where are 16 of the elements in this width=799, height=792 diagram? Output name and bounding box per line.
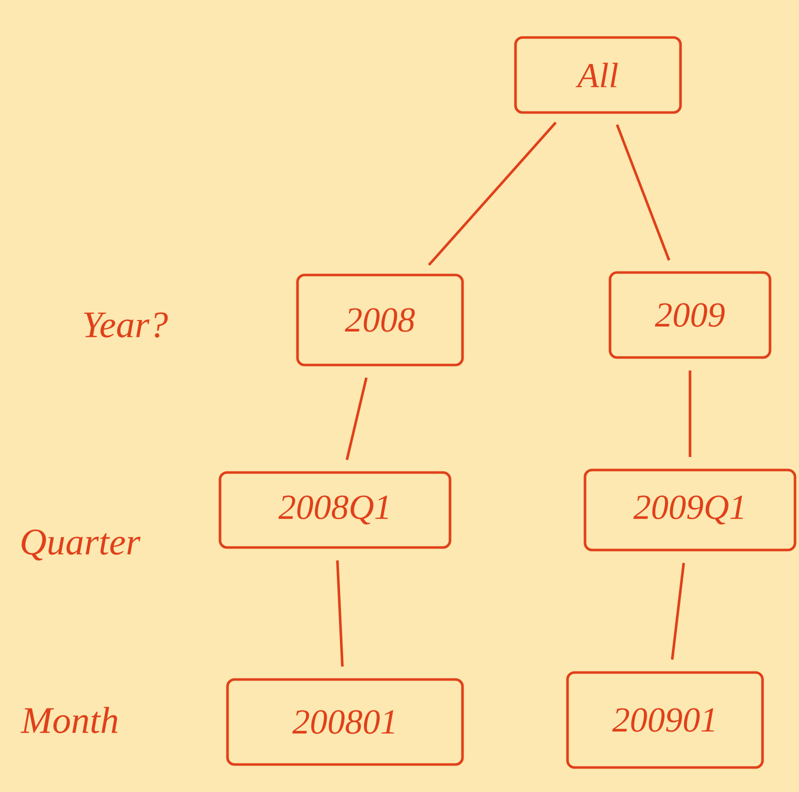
connector-line: [616, 124, 670, 261]
tree-box: All: [514, 36, 682, 114]
connector-line: [346, 377, 368, 460]
connector-line: [688, 370, 692, 457]
tree-box: 2009: [608, 271, 772, 359]
tree-box: 2008: [296, 274, 464, 366]
tree-box: 2009Q1: [584, 468, 796, 552]
connector-line: [670, 562, 685, 660]
connector-line: [428, 122, 557, 266]
tree-box: 200901: [566, 671, 764, 769]
tree-box: 2008Q1: [218, 471, 452, 549]
level-label: Year?: [84, 312, 168, 338]
level-label: Month: [20, 706, 118, 734]
connector-line: [336, 560, 344, 667]
level-label: Quarter: [22, 530, 140, 560]
tree-box: 200801: [226, 678, 464, 766]
